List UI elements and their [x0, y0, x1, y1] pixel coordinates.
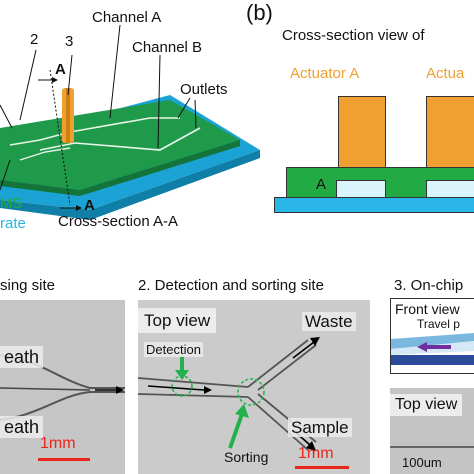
panel-1-micrograph: eath eath 1mm [0, 300, 125, 474]
sheath-bottom-label: eath [0, 416, 44, 438]
panel-2-micrograph: Top view Detection Waste Sample Sorting … [138, 300, 370, 474]
panel-2-title: 2. Detection and sorting site [138, 277, 324, 294]
pdms-label: MS [0, 195, 23, 212]
panel-a: 2 3 Channel A Channel B Outlets A A Cros… [0, 0, 260, 240]
detection-label: Detection [144, 342, 203, 357]
panel-1-title: sing site [0, 277, 56, 294]
panel-2-scale-label: 1mm [298, 445, 334, 462]
panel-b-letter: (b) [246, 0, 273, 25]
channel-b-line [39, 127, 201, 151]
panel-1: sing site eath eath 1mm [0, 270, 125, 474]
pdms-chip [0, 100, 240, 190]
panel-1-scale-bar [38, 458, 90, 461]
front-view-label: Front view [395, 301, 460, 317]
actuator-a-block [338, 96, 386, 170]
panel-b-title: Cross-section view of [282, 27, 425, 44]
label-2: 2 [30, 31, 39, 48]
front-view-box: Front view Travel p [390, 298, 474, 374]
channel-a-label: Channel A [92, 9, 162, 26]
sorting-circle [237, 378, 265, 406]
section-line [49, 69, 71, 206]
section-marker-bottom: A [84, 197, 95, 214]
top-view-label: Top view [138, 308, 217, 333]
section-marker-top: A [55, 61, 66, 78]
panel-3: 3. On-chip Front view Travel p Top view … [388, 270, 474, 474]
waste-label: Waste [302, 312, 356, 331]
panel-2: 2. Detection and sorting site [138, 270, 370, 474]
panel-3-channel-line [390, 446, 474, 448]
panel-1-scale-label: 1mm [40, 435, 76, 452]
label-3: 3 [65, 33, 74, 50]
panel-2-scale-bar [295, 466, 349, 469]
channel-a-letter: A [316, 176, 327, 193]
sample-label: Sample [288, 418, 352, 437]
actuator-a-label: Actuator A [290, 65, 360, 82]
channel-b-label: Channel B [132, 39, 203, 56]
actuator-b-label: Actua [426, 65, 465, 82]
outlets-label: Outlets [180, 81, 228, 98]
panel-3-title: 3. On-chip [394, 277, 464, 294]
substrate-layer [274, 197, 474, 213]
panel-3-micrograph: Top view 100um [390, 388, 474, 474]
cross-section-label: Cross-section A-A [58, 213, 179, 230]
panel-3-top-view-label: Top view [390, 394, 463, 416]
chip-3d-illustration [0, 24, 260, 220]
panel-b: (b) Cross-section view of Actuator A Act… [246, 0, 474, 240]
panel-3-scale-label: 100um [402, 455, 442, 470]
substrate-label: rate [0, 215, 26, 232]
travel-label: Travel p [417, 317, 460, 331]
sorting-label: Sorting [224, 449, 269, 465]
actuator-b-block [426, 96, 474, 170]
sheath-top-label: eath [0, 346, 44, 368]
